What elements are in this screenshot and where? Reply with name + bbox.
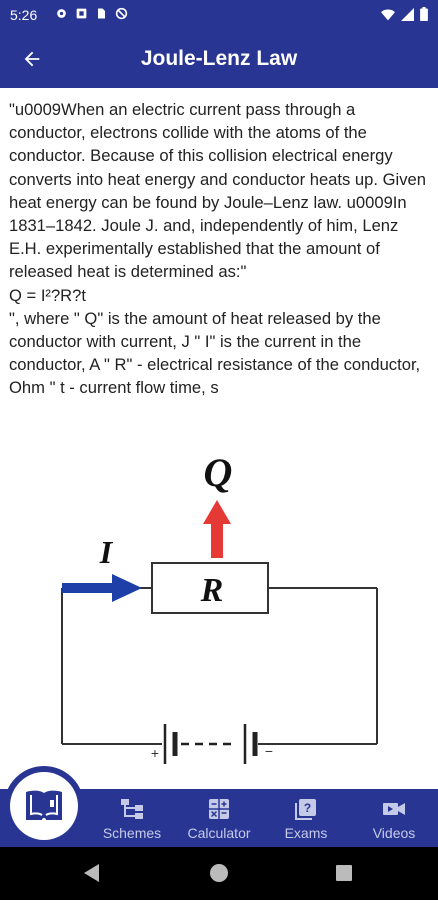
battery-symbol xyxy=(163,724,258,764)
page-title: Joule-Lenz Law xyxy=(140,47,298,70)
nav-videos[interactable]: Videos xyxy=(354,797,434,847)
sd-card-icon xyxy=(94,6,108,20)
circuit-diagram: Q I R + xyxy=(0,438,438,778)
law-description: "u0009When an electric current pass thro… xyxy=(9,100,426,398)
exams-icon: ? xyxy=(295,799,316,820)
nav-schemes-label: Schemes xyxy=(102,825,162,841)
back-triangle-icon xyxy=(84,864,99,882)
calculator-icon xyxy=(209,799,229,819)
do-not-disturb-icon xyxy=(114,6,128,20)
content-area: "u0009When an electric current pass thro… xyxy=(9,98,433,400)
status-bar: 5:26 xyxy=(0,0,438,30)
heat-q-label: Q xyxy=(204,450,233,495)
schemes-icon xyxy=(121,799,143,819)
nav-exams[interactable]: ? Exams xyxy=(266,797,346,847)
battery-icon xyxy=(420,7,428,26)
home-circle-icon xyxy=(210,864,228,882)
back-button[interactable] xyxy=(14,41,50,77)
nav-schemes[interactable]: Schemes xyxy=(92,797,172,847)
nav-exams-label: Exams xyxy=(284,825,328,841)
current-i-label: I xyxy=(99,534,114,570)
nav-calculator-label: Calculator xyxy=(187,825,251,841)
app-bar: Joule-Lenz Law xyxy=(0,30,438,88)
notification-icon xyxy=(74,6,88,20)
videos-icon xyxy=(383,803,405,815)
arrow-back-icon xyxy=(24,51,40,67)
system-nav-bar xyxy=(0,847,438,900)
book-icon xyxy=(26,790,62,820)
recents-square-icon xyxy=(336,865,352,881)
nav-calculator[interactable]: Calculator xyxy=(179,797,259,847)
svg-text:?: ? xyxy=(304,801,311,815)
gear-icon xyxy=(54,6,68,20)
heat-arrow-icon xyxy=(203,500,231,558)
signal-icon xyxy=(401,7,414,26)
resistor-r-label: R xyxy=(200,572,224,609)
minus-sign: − xyxy=(265,743,273,759)
nav-videos-label: Videos xyxy=(372,825,416,841)
home-book-button[interactable] xyxy=(4,766,84,846)
plus-sign: + xyxy=(151,745,159,761)
status-time: 5:26 xyxy=(10,7,38,23)
resistor xyxy=(151,562,269,614)
current-arrow-icon xyxy=(62,574,142,602)
wifi-icon xyxy=(381,8,395,26)
